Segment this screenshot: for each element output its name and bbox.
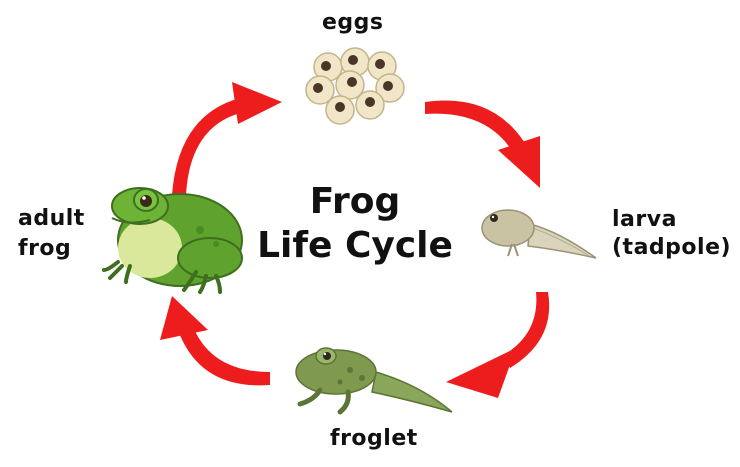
diagram-title: Frog Life Cycle <box>250 180 460 268</box>
arrow-froglet-to-adult <box>160 296 270 386</box>
frog-eggs-icon <box>305 47 405 125</box>
adult-frog-icon <box>102 187 243 294</box>
label-larva: larva (tadpole) <box>612 206 731 262</box>
label-adult-frog: adult frog <box>18 204 85 264</box>
arrow-adult-to-eggs <box>172 82 282 195</box>
label-froglet: froglet <box>330 426 418 451</box>
cycle-arrows <box>160 82 550 398</box>
label-adult-line-2: frog <box>18 236 72 261</box>
label-larva-line-1: larva <box>612 207 677 232</box>
tadpole-icon <box>481 209 597 259</box>
egg <box>355 90 385 120</box>
label-eggs: eggs <box>322 10 384 35</box>
arrow-larva-to-froglet <box>446 292 550 398</box>
egg <box>367 51 397 81</box>
arrow-eggs-to-larva <box>425 100 540 188</box>
title-line-1: Frog <box>309 181 401 222</box>
label-larva-line-2: (tadpole) <box>612 235 732 260</box>
egg <box>335 70 365 100</box>
egg <box>305 75 335 105</box>
label-adult-line-1: adult <box>18 206 85 231</box>
egg <box>325 95 355 125</box>
title-line-2: Life Cycle <box>257 225 453 266</box>
egg <box>340 47 370 77</box>
froglet-icon <box>295 347 453 415</box>
egg <box>375 73 405 103</box>
